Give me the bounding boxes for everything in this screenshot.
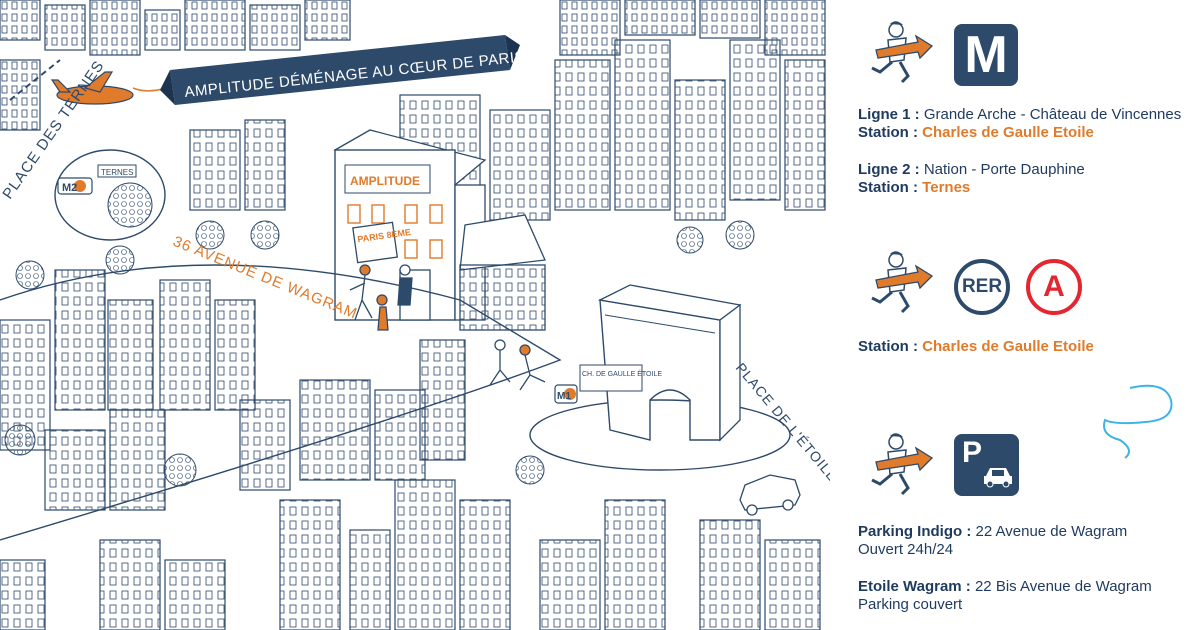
parking-1-label: Parking Indigo : <box>858 523 972 540</box>
parking-2: Etoile Wagram : 22 Bis Avenue de Wagram <box>858 578 1152 596</box>
etoile-street-sign: CH. DE GAULLE ÉTOILE <box>582 369 662 378</box>
people <box>349 264 546 391</box>
metro-station2-label: Station : <box>858 179 918 196</box>
buildings-left-front <box>0 269 466 511</box>
metro-line1-label: Ligne 1 : <box>858 106 920 123</box>
metro-icon: M <box>954 24 1018 86</box>
building-haussmann <box>459 214 546 331</box>
decorative-squiggle <box>1103 384 1173 459</box>
ternes-metro-sign: M2 <box>62 182 77 194</box>
parking-icon: P <box>954 434 1019 496</box>
runner-rer-icon <box>871 251 934 314</box>
metro-line2-route: Nation - Porte Dauphine <box>919 161 1085 178</box>
metro-line1: Ligne 1 : Grande Arche - Château de Vinc… <box>858 106 1181 124</box>
ternes-street-sign: TERNES <box>101 168 133 177</box>
etoile-metro-sign: M1 <box>557 391 571 402</box>
metro-line2-label: Ligne 2 : <box>858 161 920 178</box>
metro-station2: Station : Ternes <box>858 179 970 197</box>
rer-line-letter: A <box>1043 270 1065 303</box>
metro-line2: Ligne 2 : Nation - Porte Dauphine <box>858 161 1085 179</box>
metro-station1-label: Station : <box>858 124 918 141</box>
parking-1: Parking Indigo : 22 Avenue de Wagram <box>858 523 1127 541</box>
metro-station2-name: Ternes <box>922 179 971 196</box>
car-icon <box>984 468 1012 488</box>
buildings-center <box>189 0 826 221</box>
rer-station-label: Station : <box>858 338 918 355</box>
buildings-bottom <box>0 479 821 630</box>
paris-map-illustration: PLACE DES TERNES M2 TERNES AMPLITUDE DÉM… <box>0 0 830 630</box>
place-de-l-etoile: M1 CH. DE GAULLE ÉTOILE PLACE DE L'ÉTOIL… <box>529 284 830 485</box>
parking-2-note: Parking couvert <box>858 596 963 613</box>
metro-line1-route: Grande Arche - Château de Vincennes <box>919 106 1182 123</box>
parking-2-label: Etoile Wagram : <box>858 578 971 595</box>
runner-metro-icon <box>871 21 934 84</box>
parking-1-address: 22 Avenue de Wagram <box>971 523 1128 540</box>
rer-station-name: Charles de Gaulle Etoile <box>922 338 1094 355</box>
buildings-top-left <box>0 0 351 131</box>
parking-2-address: 22 Bis Avenue de Wagram <box>970 578 1152 595</box>
parking-icon-letter: P <box>962 436 983 469</box>
airplane <box>9 59 176 105</box>
car <box>739 474 801 516</box>
metro-icon-letter: M <box>964 26 1008 84</box>
rer-badge: RER <box>954 259 1010 315</box>
office-sign-text: AMPLITUDE <box>350 174 420 188</box>
rer-station: Station : Charles de Gaulle Etoile <box>858 338 1094 356</box>
amplitude-office: AMPLITUDE PARIS 8ÈME <box>333 129 487 321</box>
metro-station1: Station : Charles de Gaulle Etoile <box>858 124 1094 142</box>
metro-station1-name: Charles de Gaulle Etoile <box>922 124 1094 141</box>
rer-line-a-badge: A <box>1026 259 1082 315</box>
rer-badge-text: RER <box>961 276 1003 297</box>
runner-parking-icon <box>871 433 934 496</box>
parking-1-hours: Ouvert 24h/24 <box>858 541 954 558</box>
